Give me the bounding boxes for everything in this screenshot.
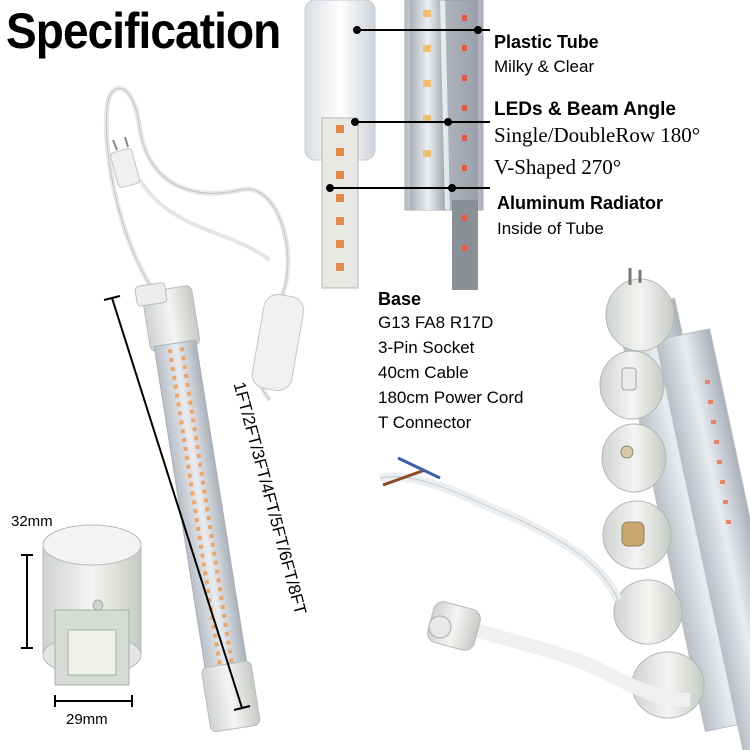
main-tube — [103, 86, 305, 733]
radiator-detail: Inside of Tube — [497, 219, 604, 238]
leds-line2: V-Shaped 270° — [494, 155, 622, 179]
base-line: G13 FA8 R17D — [378, 313, 494, 332]
base-line: 3-Pin Socket — [378, 338, 475, 357]
callout-lines — [326, 26, 490, 192]
base-spec: Base G13 FA8 R17D 3-Pin Socket 40cm Cabl… — [378, 288, 524, 435]
base-title: Base — [378, 289, 422, 309]
width-dimension: 29mm — [66, 711, 108, 728]
base-line: 40cm Cable — [378, 363, 469, 382]
base-line: T Connector — [378, 413, 472, 432]
plastic-tube-title: Plastic Tube — [494, 32, 599, 52]
base-line: 180cm Power Cord — [378, 388, 524, 407]
plastic-tube-detail: Milky & Clear — [494, 57, 595, 76]
tube-closeup — [304, 0, 484, 290]
height-dimension: 32mm — [11, 513, 53, 530]
page-title: Specification — [6, 3, 281, 59]
endcap-closeup — [21, 524, 142, 707]
leds-title: LEDs & Beam Angle — [494, 99, 676, 120]
radiator-title: Aluminum Radiator — [497, 193, 664, 213]
leds-line1: Single/DoubleRow 180° — [494, 123, 701, 147]
base-connectors — [379, 268, 750, 750]
